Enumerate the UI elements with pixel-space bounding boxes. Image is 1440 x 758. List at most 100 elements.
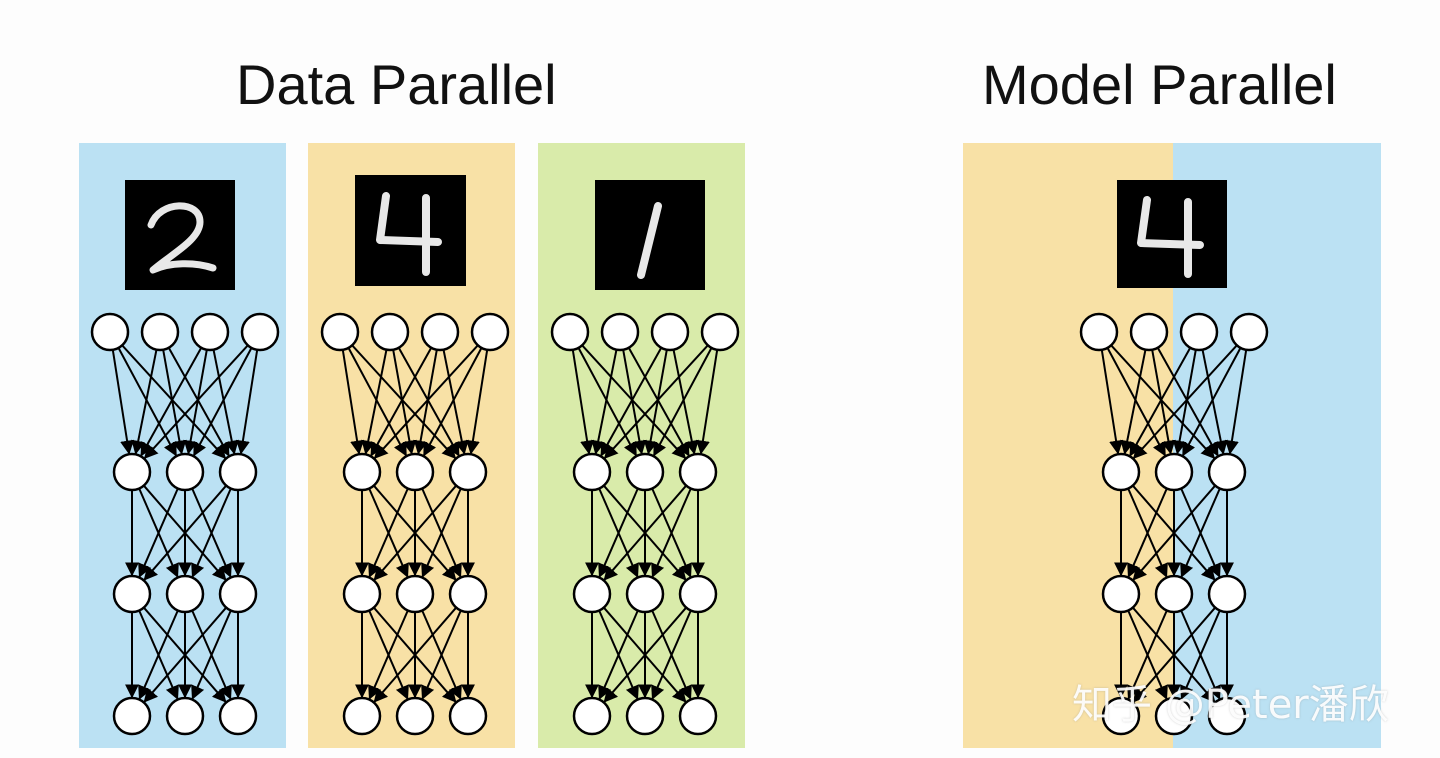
neuron-node bbox=[625, 696, 665, 736]
neuron-node bbox=[112, 574, 152, 614]
connection-arrow bbox=[167, 347, 230, 457]
neuron-node bbox=[420, 312, 460, 352]
neuron-node bbox=[370, 312, 410, 352]
neuron-node bbox=[678, 696, 718, 736]
neuron-node bbox=[112, 452, 152, 492]
digit-image-1 bbox=[595, 180, 705, 290]
neuron-node bbox=[572, 452, 612, 492]
connection-arrow bbox=[341, 349, 365, 455]
connection-arrow bbox=[465, 349, 489, 455]
connection-arrow bbox=[1201, 349, 1228, 455]
neuron-node bbox=[218, 574, 258, 614]
neural-network-4 bbox=[1079, 312, 1269, 736]
neuron-node bbox=[1179, 312, 1219, 352]
connection-arrow bbox=[191, 488, 232, 578]
connection-arrow bbox=[421, 610, 462, 700]
connection-arrow bbox=[423, 347, 483, 457]
neural-network-1 bbox=[90, 312, 280, 736]
connection-arrow bbox=[653, 347, 713, 457]
connection-arrow bbox=[1132, 344, 1238, 460]
connection-arrow bbox=[651, 488, 692, 578]
neuron-node bbox=[1101, 696, 1141, 736]
neuron-node bbox=[165, 452, 205, 492]
connection-arrow bbox=[1127, 488, 1168, 578]
connection-arrow bbox=[138, 488, 179, 578]
connection-arrow bbox=[117, 347, 177, 457]
connection-arrow bbox=[193, 347, 253, 457]
neuron-node bbox=[650, 312, 690, 352]
neuron-node bbox=[342, 696, 382, 736]
digit-image-2 bbox=[125, 180, 235, 290]
neuron-node bbox=[572, 696, 612, 736]
neuron-node bbox=[112, 696, 152, 736]
neuron-node bbox=[1101, 574, 1141, 614]
connection-arrow bbox=[361, 349, 388, 455]
connection-arrow bbox=[1127, 610, 1168, 700]
neuron-node bbox=[625, 452, 665, 492]
connection-arrow bbox=[603, 344, 709, 460]
connection-arrow bbox=[1180, 488, 1221, 578]
data-parallel-title: Data Parallel bbox=[236, 53, 557, 116]
neuron-node bbox=[342, 452, 382, 492]
neuron-node bbox=[140, 312, 180, 352]
connection-arrow bbox=[603, 484, 687, 581]
connection-arrow bbox=[131, 349, 158, 455]
neuron-node bbox=[320, 312, 360, 352]
neuron-node bbox=[678, 452, 718, 492]
watermark: 知乎 @Peter潘欣 bbox=[1072, 682, 1389, 728]
connection-arrow bbox=[1120, 349, 1147, 455]
neuron-node bbox=[448, 452, 488, 492]
connection-arrow bbox=[347, 347, 407, 457]
neuron-node bbox=[448, 696, 488, 736]
neural-network-3 bbox=[550, 312, 740, 736]
connection-arrow bbox=[143, 606, 227, 703]
connection-arrow bbox=[421, 488, 462, 578]
neuron-node bbox=[1207, 696, 1247, 736]
neuron-node bbox=[1207, 452, 1247, 492]
neuron-node bbox=[1101, 452, 1141, 492]
neuron-node bbox=[1154, 574, 1194, 614]
neuron-node bbox=[572, 574, 612, 614]
connection-arrow bbox=[598, 610, 639, 700]
connection-arrow bbox=[571, 349, 595, 455]
connection-arrow bbox=[368, 610, 409, 700]
connection-arrow bbox=[1156, 347, 1219, 457]
neuron-node bbox=[342, 574, 382, 614]
neuron-node bbox=[395, 696, 435, 736]
neuron-node bbox=[1079, 312, 1119, 352]
neuron-node bbox=[470, 312, 510, 352]
neuron-node bbox=[218, 452, 258, 492]
connection-arrow bbox=[1132, 484, 1216, 581]
model-parallel-title: Model Parallel bbox=[982, 53, 1337, 116]
connection-arrow bbox=[600, 347, 663, 457]
neuron-node bbox=[165, 574, 205, 614]
connection-arrow bbox=[212, 349, 239, 455]
neuron-node bbox=[218, 696, 258, 736]
connection-arrow bbox=[1129, 347, 1192, 457]
connection-arrow bbox=[235, 349, 259, 455]
neural-network-2 bbox=[320, 312, 510, 736]
neuron-node bbox=[240, 312, 280, 352]
connection-arrow bbox=[111, 349, 135, 455]
connection-arrow bbox=[121, 344, 227, 460]
connection-arrow bbox=[373, 484, 457, 581]
connection-arrow bbox=[143, 484, 227, 581]
digit-image-4-model bbox=[1117, 180, 1227, 288]
connection-arrow bbox=[373, 344, 479, 460]
neural-networks bbox=[90, 312, 1269, 736]
connection-arrow bbox=[598, 488, 639, 578]
connection-arrow bbox=[1224, 349, 1248, 455]
connection-arrow bbox=[140, 347, 203, 457]
neuron-node bbox=[550, 312, 590, 352]
neuron-node bbox=[678, 574, 718, 614]
connection-arrow bbox=[351, 344, 457, 460]
neuron-node bbox=[1154, 696, 1194, 736]
connection-arrow bbox=[1180, 610, 1221, 700]
connection-arrow bbox=[672, 349, 699, 455]
connection-arrow bbox=[442, 349, 469, 455]
connection-arrow bbox=[373, 606, 457, 703]
connection-arrow bbox=[370, 347, 433, 457]
digit-image-4 bbox=[355, 175, 466, 286]
neuron-node bbox=[625, 574, 665, 614]
